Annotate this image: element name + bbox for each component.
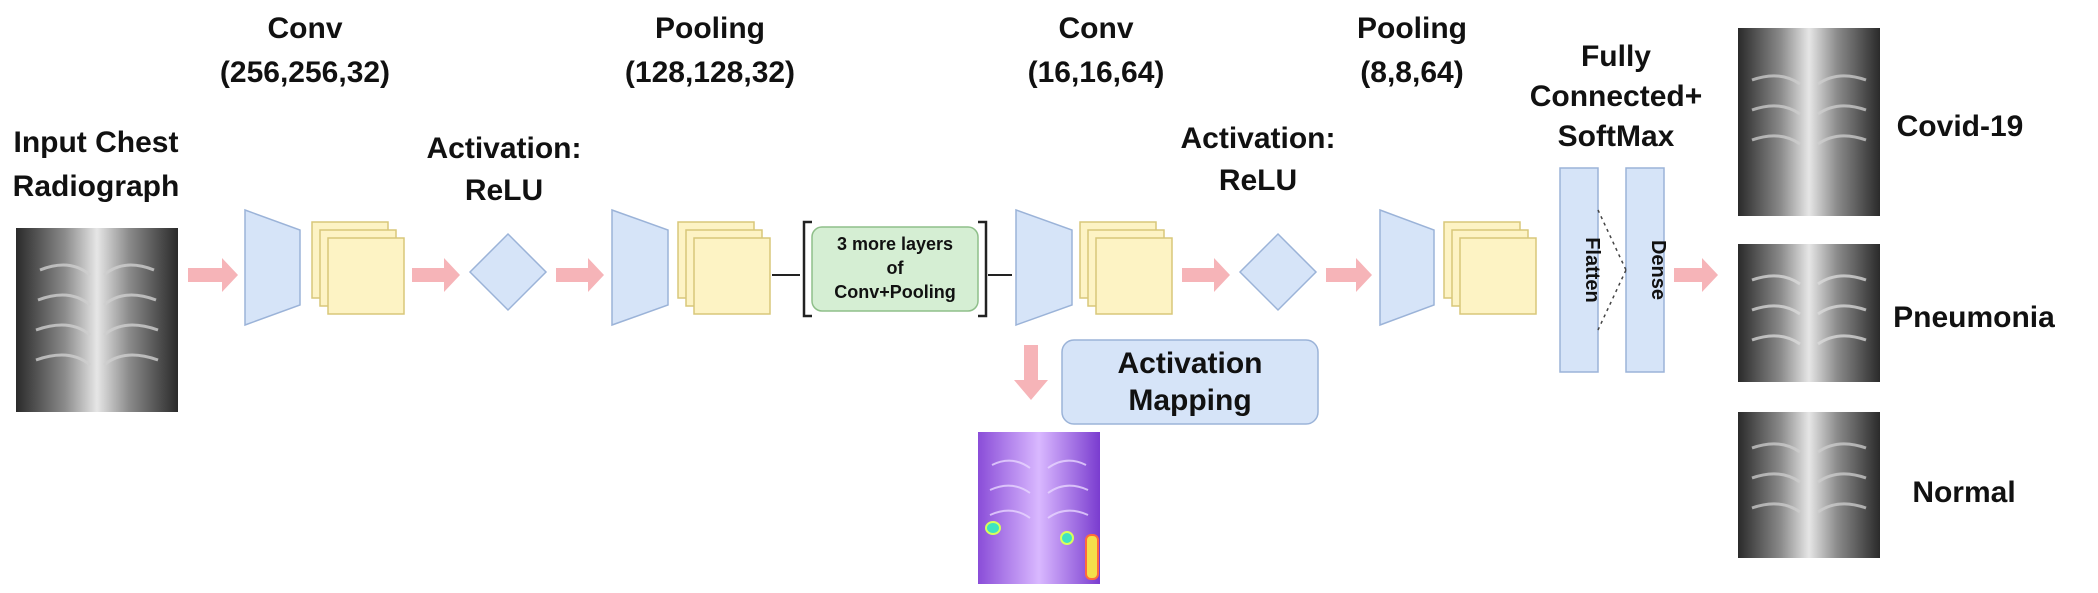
dense-bar: [1625, 167, 1665, 373]
flow-arrow: [556, 258, 604, 292]
pool2-feature-maps: [1443, 221, 1537, 315]
fc-label-line3: SoftMax: [1558, 120, 1675, 153]
act2-label-line1: Activation:: [1180, 122, 1335, 155]
pool1-title: Pooling: [655, 12, 765, 45]
flow-arrow: [1326, 258, 1372, 292]
act1-label-line1: Activation:: [426, 132, 581, 165]
flow-arrow: [1182, 258, 1230, 292]
pool2-trapezoid: [1379, 208, 1435, 327]
output-label-covid: Covid-19: [1897, 110, 2024, 143]
pool1-feature-maps: [677, 221, 771, 315]
conv1-title: Conv: [268, 12, 343, 45]
flatten-bar: [1559, 167, 1599, 373]
relu1-diamond: [468, 232, 548, 312]
flow-arrow: [412, 258, 460, 292]
fc-label-line2: Connected+: [1530, 80, 1703, 113]
flatten-label: Flatten: [1581, 237, 1603, 303]
input-label-line2: Radiograph: [13, 170, 180, 203]
conv1-trapezoid: [244, 208, 301, 327]
more-layers-line1: 3 more layers: [837, 234, 953, 254]
conv2-title: Conv: [1059, 12, 1134, 45]
output-xray-covid: [1738, 28, 1880, 216]
activation-mapping-line2: Mapping: [1128, 384, 1251, 417]
relu2-diamond: [1238, 232, 1318, 312]
output-label-normal: Normal: [1912, 476, 2015, 509]
more-layers-line2: of: [887, 258, 905, 278]
pool2-title: Pooling: [1357, 12, 1467, 45]
conv1-shape: (256,256,32): [220, 56, 390, 89]
more-layers-block: [802, 220, 988, 318]
flow-arrow: [1674, 258, 1718, 292]
activation-heatmap-image: [978, 432, 1100, 584]
output-label-pneumonia: Pneumonia: [1893, 301, 2055, 334]
conv2-trapezoid: [1015, 208, 1073, 327]
pool1-shape: (128,128,32): [625, 56, 795, 89]
act1-label-line2: ReLU: [465, 174, 543, 207]
input-xray-image: [16, 228, 178, 412]
output-xray-pneumonia: [1738, 244, 1880, 382]
conv2-shape: (16,16,64): [1028, 56, 1165, 89]
activation-mapping-box: [1061, 339, 1319, 425]
more-layers-line3: Conv+Pooling: [834, 282, 956, 302]
down-arrow: [1014, 345, 1048, 400]
output-xray-normal: [1738, 412, 1880, 558]
pool1-trapezoid: [611, 208, 669, 327]
activation-mapping-line1: Activation: [1117, 347, 1262, 380]
input-label-line1: Input Chest: [14, 126, 179, 159]
pool2-shape: (8,8,64): [1360, 56, 1463, 89]
conv1-feature-maps: [311, 221, 405, 315]
fc-label-line1: Fully: [1581, 40, 1651, 73]
act2-label-line2: ReLU: [1219, 164, 1297, 197]
conv2-feature-maps: [1079, 221, 1173, 315]
flow-arrow: [188, 258, 238, 292]
dense-label: Dense: [1647, 240, 1669, 300]
